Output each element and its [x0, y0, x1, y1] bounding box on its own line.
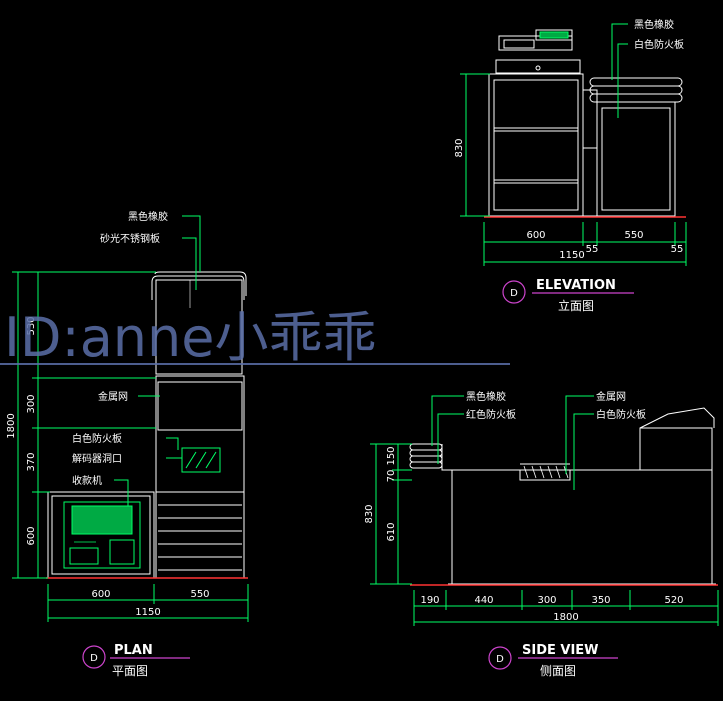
plan-dim-total: 1150	[135, 607, 160, 618]
side-dim-bottom-4: 520	[664, 595, 683, 606]
side-title: SIDE VIEW	[522, 643, 599, 658]
plan-label-1: 砂光不锈钢板	[100, 232, 160, 245]
side-dim-bottom-1: 440	[474, 595, 493, 606]
plan-title: PLAN	[114, 643, 153, 658]
plan-label-4: 解码器洞口	[72, 452, 122, 465]
elevation-title: ELEVATION	[536, 278, 616, 293]
plan-dim-3: 600	[26, 526, 37, 545]
elevation-marker: D	[510, 288, 518, 299]
plan-label-3: 白色防火板	[72, 432, 122, 445]
side-label-3: 白色防火板	[596, 408, 646, 421]
side-dim-bottom-2: 300	[537, 595, 556, 606]
side-dim-2: 610	[386, 522, 397, 541]
elevation-dim-600: 600	[526, 230, 545, 241]
plan-label-2: 金属网	[98, 390, 128, 403]
side-subtitle: 侧面图	[540, 664, 576, 678]
plan-label-0: 黑色橡胶	[128, 210, 168, 223]
plan-subtitle: 平面图	[112, 664, 148, 678]
plan-dim-0: 530	[26, 316, 37, 335]
plan-cash-register	[63, 501, 141, 569]
side-label-2: 金属网	[596, 390, 626, 403]
side-counter-outline	[409, 407, 716, 585]
plan-left-dimensions	[12, 271, 156, 579]
side-marker: D	[496, 654, 504, 665]
watermark: ID:anne小乖乖	[0, 306, 510, 369]
side-left-dimensions	[370, 443, 412, 585]
side-dim-bottom-0: 190	[420, 595, 439, 606]
plan-view: 黑色橡胶 砂光不锈钢板 金属网 白色防火板 解码器洞口 收款机 1800 530…	[6, 210, 249, 678]
side-metal-mesh	[523, 465, 569, 479]
plan-total-height: 1800	[6, 413, 17, 438]
elevation-view: 黑色橡胶 白色防火板 830 600 55 550 55 1150 D ELEV	[454, 18, 687, 313]
elevation-cash-register	[495, 29, 581, 74]
elevation-subtitle: 立面图	[558, 298, 594, 313]
plan-decoder-opening	[181, 447, 221, 473]
plan-marker: D	[90, 653, 98, 664]
plan-bottom-dimensions	[47, 584, 249, 622]
elevation-title-block: D ELEVATION 立面图	[502, 278, 634, 313]
side-dim-0: 150	[386, 446, 397, 465]
elevation-height-label: 830	[454, 138, 465, 157]
side-dim-bottom-3: 350	[591, 595, 610, 606]
plan-title-block: D PLAN 平面图	[82, 643, 190, 678]
elevation-dim-550: 550	[624, 230, 643, 241]
elevation-left-cabinet	[488, 73, 598, 217]
plan-label-5: 收款机	[72, 474, 102, 487]
side-label-0: 黑色橡胶	[466, 390, 506, 403]
plan-dim-bottom-0: 600	[91, 589, 110, 600]
elevation-dim-55b: 55	[671, 244, 684, 255]
side-title-block: D SIDE VIEW 侧面图	[488, 643, 618, 678]
elevation-bottom-dimensions	[483, 222, 687, 266]
elevation-right-counter	[589, 77, 683, 217]
plan-leaders	[114, 215, 201, 506]
elevation-dim-total: 1150	[559, 250, 584, 261]
side-leaders	[431, 395, 594, 490]
elevation-label-1: 白色防火板	[634, 38, 684, 51]
plan-dim-2: 370	[26, 452, 37, 471]
elevation-height-dimension	[460, 73, 490, 217]
elevation-dim-55a: 55	[586, 244, 599, 255]
watermark-text: ID:anne小乖乖	[4, 306, 376, 369]
side-label-1: 红色防火板	[466, 408, 516, 421]
side-dim-total: 1800	[553, 612, 578, 623]
side-bottom-dimensions	[413, 590, 719, 626]
plan-dim-bottom-1: 550	[190, 589, 209, 600]
side-view: 黑色橡胶 红色防火板 金属网 白色防火板 830 150 70 610 19	[364, 390, 719, 678]
plan-dim-1: 300	[26, 394, 37, 413]
elevation-leaders	[611, 23, 628, 118]
elevation-label-0: 黑色橡胶	[634, 18, 674, 31]
side-dim-1: 70	[386, 470, 397, 483]
side-height: 830	[364, 504, 375, 523]
